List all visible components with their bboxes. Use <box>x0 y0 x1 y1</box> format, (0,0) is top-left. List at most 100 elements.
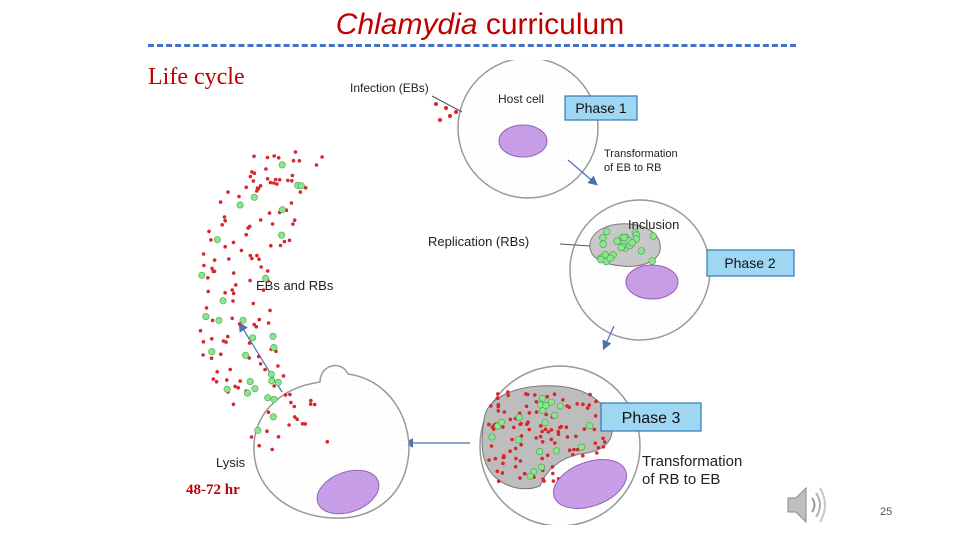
eb-particle <box>594 399 598 404</box>
eb-particle <box>266 410 271 415</box>
eb-particle <box>542 479 546 483</box>
rb-particle <box>270 395 278 403</box>
eb-particle <box>564 425 569 430</box>
eb-particle <box>218 200 223 204</box>
rb-particle <box>250 193 258 201</box>
eb-particle <box>272 384 277 388</box>
eb-particle <box>265 429 269 434</box>
eb-particle <box>266 321 271 325</box>
eb-particle <box>320 155 324 159</box>
eb-particle <box>247 341 252 345</box>
eb-particle <box>293 150 298 154</box>
eb-particle <box>501 461 505 466</box>
rb-particle <box>278 231 286 239</box>
arrow-phase2-to-phase3 <box>602 325 615 351</box>
label-host-cell: Host cell <box>498 92 544 106</box>
eb-particle <box>201 252 206 256</box>
eb-particle <box>292 415 297 419</box>
eb-particle <box>258 184 263 188</box>
eb-particle <box>225 378 229 382</box>
eb-particle <box>227 257 231 261</box>
eb-particle <box>236 386 240 390</box>
arrow-phase1-to-phase2 <box>567 159 598 186</box>
speaker-icon[interactable] <box>780 480 830 530</box>
eb-particle <box>265 177 270 181</box>
eb-particle <box>506 393 511 398</box>
eb-particle <box>595 451 599 455</box>
rb-particle <box>274 378 282 386</box>
rb-particle <box>236 201 244 209</box>
rb-particle <box>515 436 523 444</box>
eb-particle <box>501 425 505 429</box>
eb-particle <box>502 454 506 458</box>
rb-particle <box>239 316 247 324</box>
eb-particle <box>237 322 242 326</box>
rb-particle <box>628 239 636 247</box>
rb-particle <box>599 234 607 242</box>
eb-particle <box>283 393 288 397</box>
eb-particle <box>275 182 279 186</box>
eb-particle <box>201 340 206 344</box>
rb-particle <box>620 233 628 242</box>
eb-particle <box>300 422 305 426</box>
eb-particle <box>496 479 501 484</box>
eb-particle <box>325 440 330 444</box>
phase-3-box: Phase 3 <box>600 402 702 432</box>
eb-particle <box>239 248 244 253</box>
title-italic: Chlamydia <box>335 8 478 41</box>
eb-particle <box>226 334 230 339</box>
eb-particle <box>233 384 237 389</box>
inclusion-rbs <box>596 227 657 266</box>
eb-particle <box>540 429 544 434</box>
eb-particle <box>574 434 578 439</box>
rb-particle <box>551 411 559 419</box>
eb-particle <box>538 434 543 439</box>
eb-particle <box>215 370 219 374</box>
eb-particle <box>551 471 555 476</box>
eb-particle <box>496 402 501 407</box>
eb-particle <box>250 256 254 261</box>
eb-particle <box>226 190 230 194</box>
eb-particle <box>259 265 264 269</box>
eb-particle <box>556 432 561 437</box>
eb-particle <box>220 223 224 227</box>
rb-particle <box>601 251 609 259</box>
eb-particle <box>518 459 523 463</box>
eb-particle <box>202 263 206 268</box>
eb-particle <box>248 278 252 283</box>
eb-particle <box>257 317 262 322</box>
eb-particle <box>527 411 532 415</box>
page-number: 25 <box>880 506 893 518</box>
rb-particle <box>244 389 252 397</box>
eb-particle <box>524 404 529 409</box>
rb-particle <box>536 448 544 456</box>
eb-particle <box>257 257 261 262</box>
rb-particle <box>202 313 210 321</box>
eb-particle <box>256 354 261 359</box>
eb-particle <box>230 316 234 321</box>
eb-particle <box>289 400 293 405</box>
eb-particle <box>238 379 242 383</box>
eb-particle <box>209 238 213 242</box>
eb-particle <box>267 211 272 215</box>
eb-particle <box>601 436 605 441</box>
eb-particle <box>211 269 216 274</box>
rb-particle <box>648 257 656 265</box>
rb-particle <box>251 385 259 393</box>
eb-particle <box>206 289 210 294</box>
eb-particle <box>281 374 286 378</box>
eb-particle <box>506 390 510 394</box>
eb-particle <box>561 398 565 402</box>
eb-particle <box>298 190 303 194</box>
eb-particle <box>543 427 548 432</box>
eb-particle <box>487 458 491 462</box>
rb-particle <box>649 232 657 240</box>
rb-particle <box>613 237 621 245</box>
eb-particle <box>292 218 297 222</box>
eb-particle <box>546 430 551 434</box>
eb-particle <box>295 417 299 422</box>
eb-particle <box>596 445 601 450</box>
eb-particle <box>572 447 576 452</box>
eb-particle <box>496 392 500 396</box>
phase-1-box: Phase 1 <box>564 95 638 121</box>
